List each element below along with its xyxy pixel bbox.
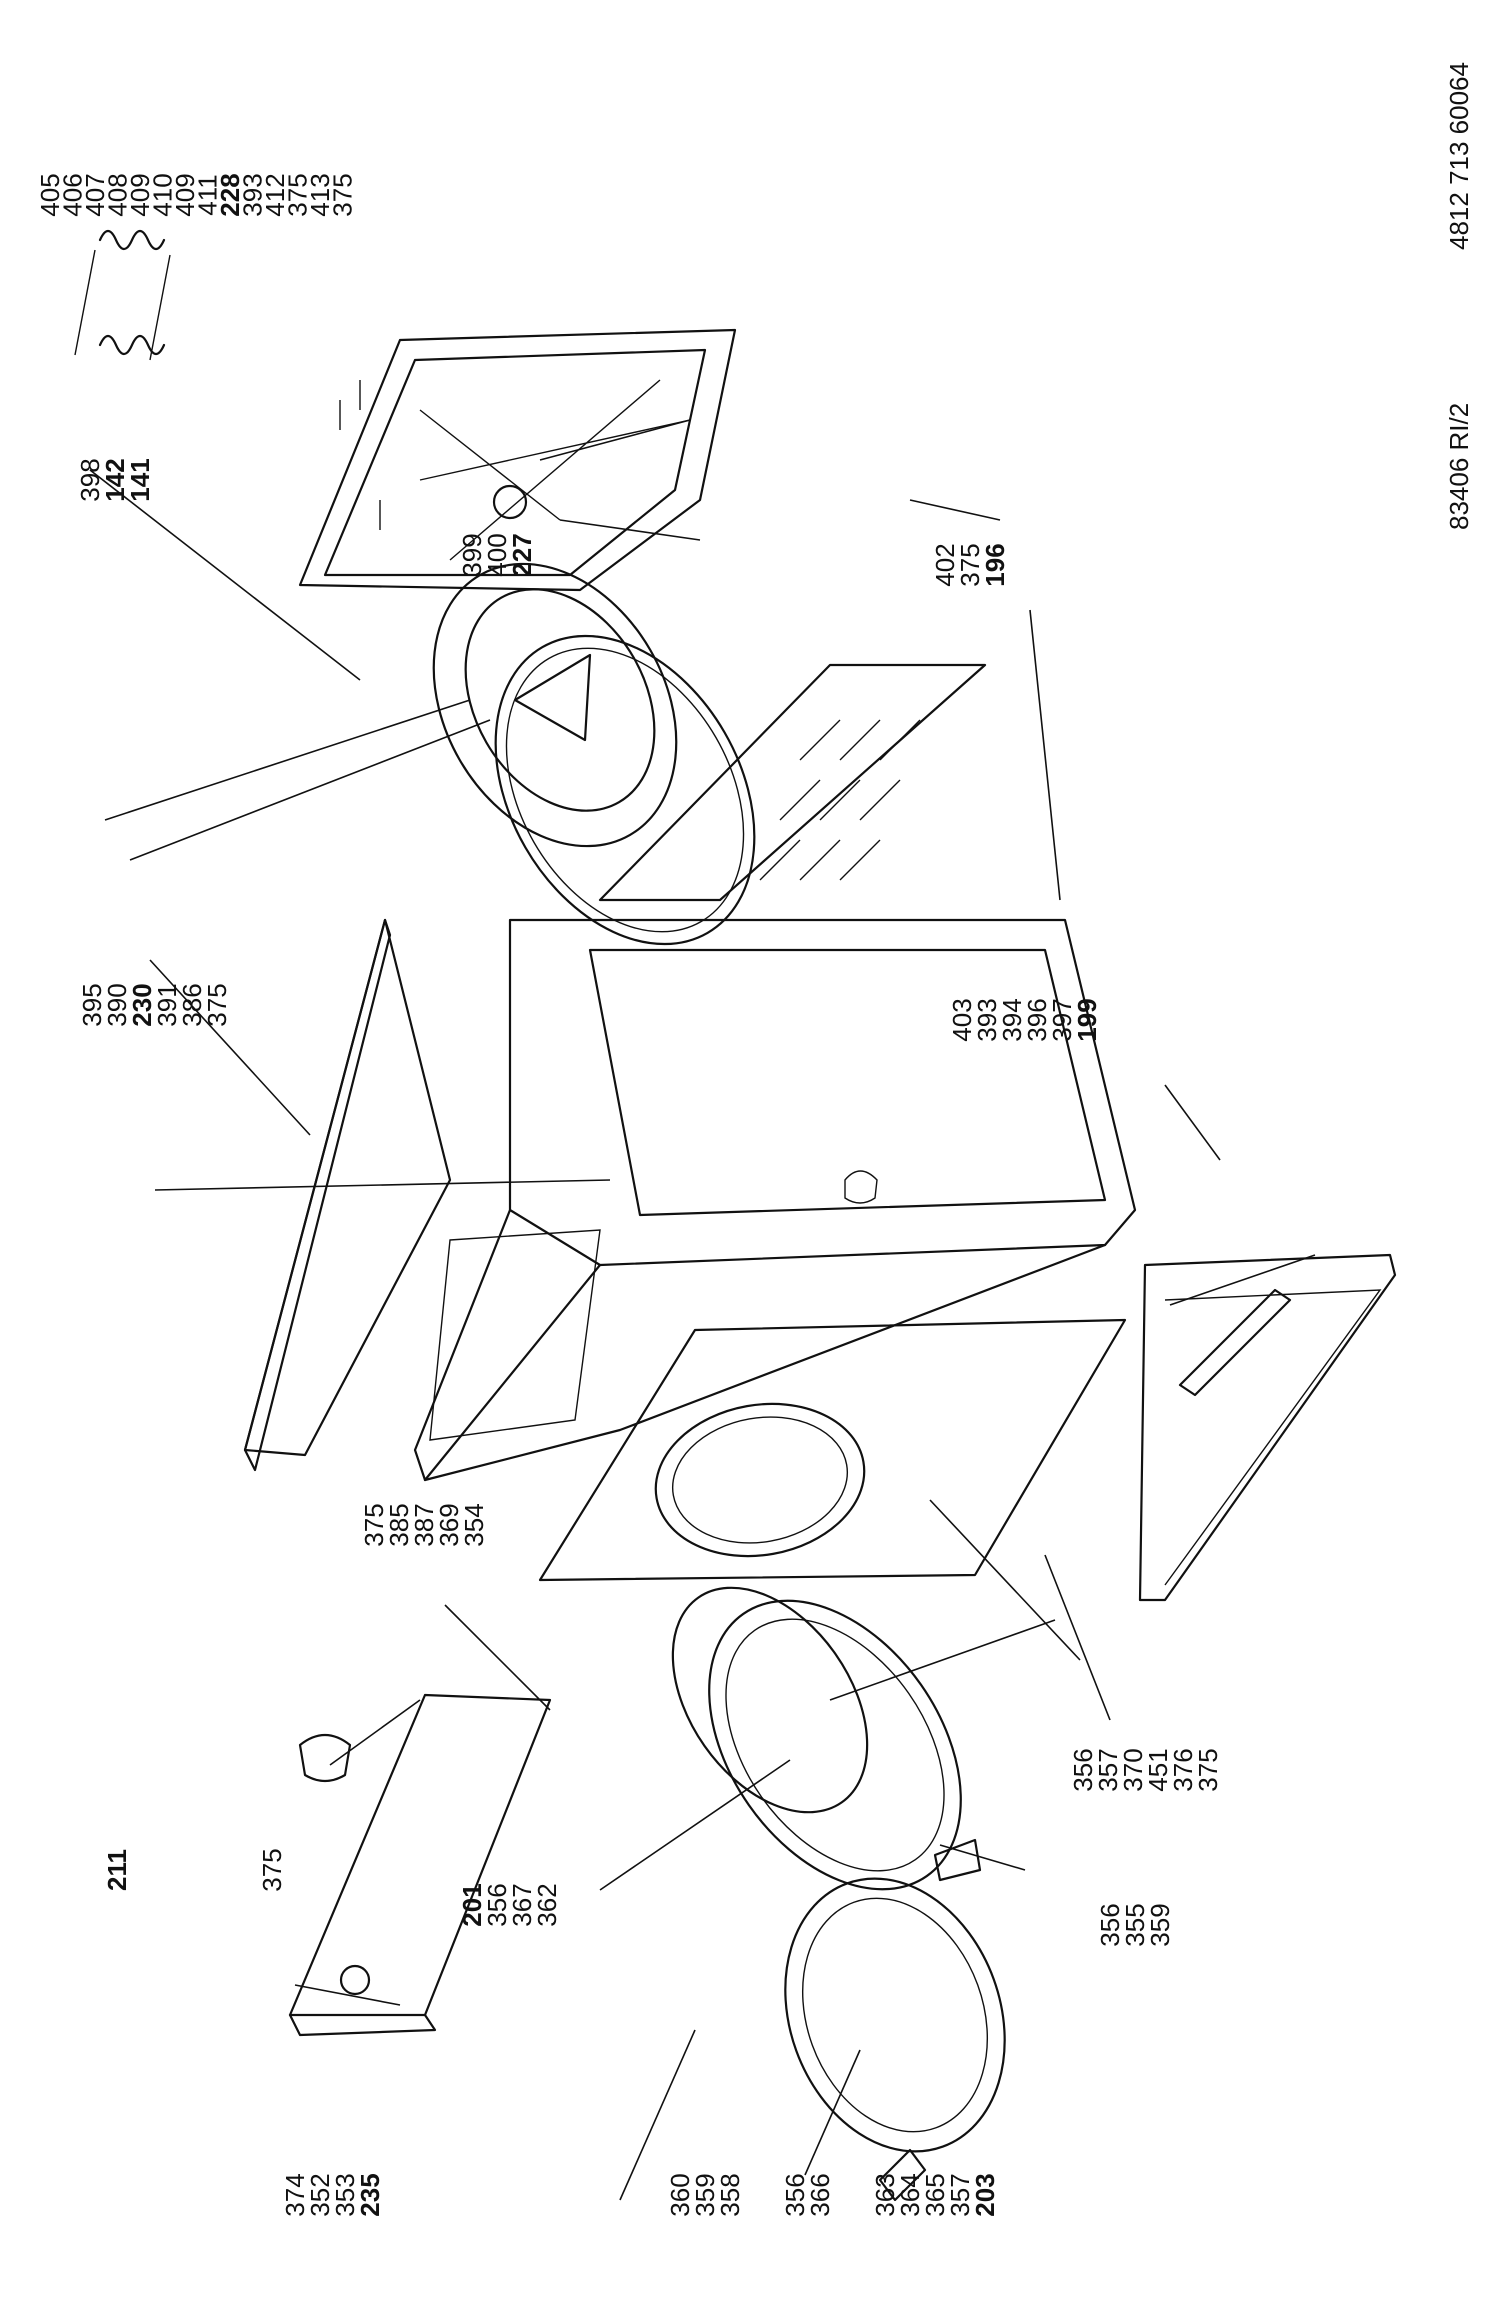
heater-element [74,229,171,361]
document-header: 4812 713 60064 83406 RI/2 [1444,62,1474,530]
part-label-control_panel_bottom-1: 352 [305,2173,335,2216]
part-label-top_right-0: 405 [35,173,65,216]
part-label-control_panel_bottom-3: 235 [355,2173,385,2216]
part-label-drum_front-0: 201 [457,1883,487,1926]
control-panel [288,1693,552,2037]
part-label-door_bottom-7: 365 [920,2173,950,2216]
doc-number: 4812 713 60064 [1444,62,1474,250]
part-label-control_panel_top-1: 375 [257,1848,287,1891]
part-label-door_bottom-8: 357 [945,2173,975,2216]
part-label-cabinet_side-0: 403 [947,998,977,1041]
cabinet-body [413,918,1137,1482]
part-label-rear_fasteners-4: 386 [177,983,207,1026]
part-label-door_bottom-9: 203 [970,2173,1000,2216]
drum-front-ring [671,1586,962,1891]
part-label-door_bottom-0: 360 [665,2173,695,2216]
part-label-control_panel_bottom-2: 353 [330,2173,360,2216]
part-label-heater-2: 141 [125,458,155,501]
part-label-front_left-2: 387 [409,1503,439,1546]
leader-lines [89,419,1316,2201]
part-label-back_panel-0: 402 [930,543,960,586]
part-label-door_right-2: 359 [1145,1903,1175,1946]
part-label-front_left-3: 369 [434,1503,464,1546]
part-label-drum_back-0: 399 [457,533,487,576]
drum-back-plate [432,562,678,848]
part-label-drum_front-2: 367 [507,1883,537,1926]
part-label-door_bottom-4: 366 [805,2173,835,2216]
heater-ring [494,634,756,946]
part-label-heater-1: 142 [100,458,130,501]
part-label-cabinet_side-1: 393 [972,998,1002,1041]
part-label-cabinet_side-4: 397 [1047,998,1077,1041]
part-label-front_panel-5: 375 [1193,1748,1223,1791]
part-label-control_panel_bottom-0: 374 [280,2173,310,2216]
part-label-cabinet_side-3: 396 [1022,998,1052,1041]
part-label-rear_fasteners-5: 375 [202,983,232,1026]
front-panel [538,1318,1127,1582]
part-label-control_panel_top-0: 211 [102,1849,132,1891]
part-label-drum_back-2: 227 [507,533,537,576]
back-panel [598,663,987,902]
part-label-rear_fasteners-0: 395 [77,983,107,1026]
part-label-front_left-1: 385 [384,1503,414,1546]
part-label-door_bottom-2: 358 [715,2173,745,2216]
part-label-rear_fasteners-2: 230 [127,983,157,1026]
part-label-drum_back-1: 400 [482,533,512,576]
part-label-top_right-13: 375 [328,173,358,216]
part-label-front_left-4: 354 [459,1503,489,1546]
part-label-drum_front-1: 356 [482,1883,512,1926]
part-label-front_panel-2: 370 [1118,1748,1148,1791]
part-label-door_bottom-1: 359 [690,2173,720,2216]
door [784,1838,1006,2202]
part-label-door_right-0: 356 [1095,1903,1125,1946]
part-label-top_right-7: 411 [193,174,223,215]
part-label-rear_fasteners-1: 390 [102,983,132,1026]
part-label-door_bottom-5: 363 [870,2173,900,2216]
part-label-door_bottom-6: 364 [895,2173,925,2216]
part-label-back_panel-2: 196 [980,543,1010,586]
part-label-top_right-9: 393 [238,173,268,216]
part-label-front_panel-4: 376 [1168,1748,1198,1791]
part-label-rear_fasteners-3: 391 [152,983,182,1026]
part-label-top_right-5: 410 [148,173,178,216]
part-label-top_right-1: 406 [58,173,88,216]
part-label-front_panel-0: 356 [1068,1748,1098,1791]
part-number-labels: 4054064074084094104094112283934123754133… [35,173,1223,2216]
part-label-front_left-0: 375 [359,1503,389,1546]
part-label-heater-0: 398 [75,458,105,501]
part-label-front_panel-1: 357 [1093,1748,1123,1791]
part-label-cabinet_side-2: 394 [997,998,1027,1041]
part-label-top_right-2: 407 [80,173,110,216]
part-label-top_right-10: 412 [260,173,290,216]
drawing-ref: 83406 RI/2 [1444,403,1474,530]
part-label-top_right-12: 413 [305,173,335,216]
part-label-door_bottom-3: 356 [780,2173,810,2216]
part-label-door_right-1: 355 [1120,1903,1150,1946]
part-label-cabinet_side-5: 199 [1072,998,1102,1041]
part-label-top_right-6: 409 [170,173,200,216]
part-label-drum_front-3: 362 [532,1883,562,1926]
top-lid [243,918,452,1472]
part-label-top_right-4: 409 [125,173,155,216]
part-label-top_right-11: 375 [283,173,313,216]
base-plinth [1138,1253,1397,1602]
part-label-top_right-3: 408 [103,173,133,216]
part-label-back_panel-1: 375 [955,543,985,586]
part-label-front_panel-3: 451 [1143,1748,1173,1791]
part-label-top_right-8: 228 [215,173,245,216]
